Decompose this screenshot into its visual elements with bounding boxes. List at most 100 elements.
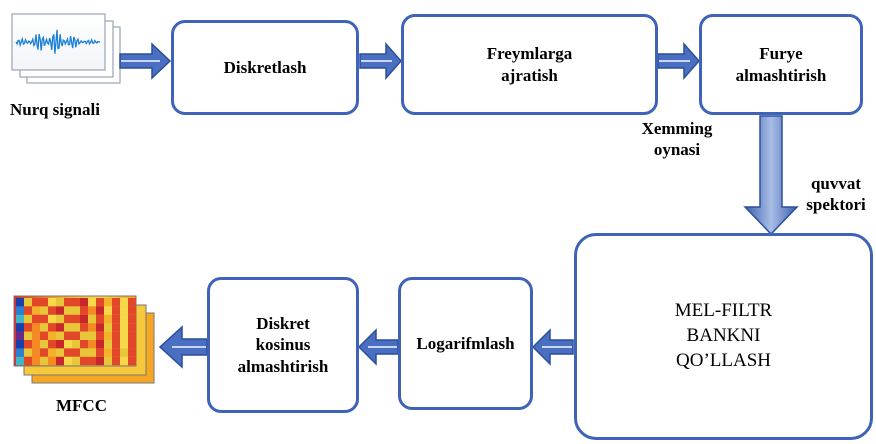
arrow-log-to-dct — [357, 328, 399, 366]
arrow-framing-to-fourier — [657, 42, 701, 80]
spectrogram-cell — [128, 314, 136, 324]
spectrogram-cell — [88, 356, 96, 366]
spectrogram-cell — [120, 306, 128, 315]
spectrogram-cell — [96, 314, 104, 324]
spectrogram-cell — [48, 314, 56, 324]
step-framing-label: Freymlarga ajratish — [486, 44, 573, 85]
spectrogram-cell — [56, 314, 64, 324]
spectrogram-cell — [72, 314, 80, 324]
spectrogram-cell — [112, 356, 120, 366]
spectrogram-cell — [88, 306, 96, 315]
spectrogram-cell — [120, 348, 128, 357]
spectrogram-cell — [120, 323, 128, 332]
spectrogram-cell — [72, 340, 80, 349]
spectrogram-cell — [16, 340, 24, 349]
spectrogram-cell — [80, 306, 88, 315]
arrow-fourier-to-melfilter — [743, 115, 799, 236]
spectrogram-cell — [112, 340, 120, 349]
spectrogram-cell — [40, 348, 48, 357]
spectrogram-cell — [80, 323, 88, 332]
spectrogram-cell — [24, 331, 32, 340]
spectrogram-cell — [112, 306, 120, 315]
spectrogram-cell — [48, 323, 56, 332]
arrow-dct-to-mfcc — [158, 325, 208, 369]
spectrogram-cell — [128, 356, 136, 366]
spectrogram-cell — [120, 314, 128, 324]
spectrogram-cell — [24, 314, 32, 324]
spectrogram-cell — [80, 340, 88, 349]
spectrogram-cell — [16, 298, 24, 307]
speech-signal-icon — [11, 13, 121, 84]
spectrogram-cell — [32, 323, 40, 332]
spectrogram-cell — [48, 340, 56, 349]
spectrogram-cell — [48, 356, 56, 366]
spectrogram-cell — [16, 356, 24, 366]
spectrogram-cell — [88, 331, 96, 340]
spectrogram-cell — [104, 348, 112, 357]
spectrogram-cell — [112, 298, 120, 307]
step-dct-label: Diskret kosinus almashtirish — [237, 314, 329, 376]
spectrogram-cell — [104, 323, 112, 332]
spectrogram-cell — [48, 348, 56, 357]
spectrogram-cell — [48, 298, 56, 307]
spectrogram-cell — [64, 323, 72, 332]
spectrogram-cell — [96, 331, 104, 340]
spectrogram-cell — [88, 340, 96, 349]
spectrogram-cell — [128, 331, 136, 340]
spectrogram-cell — [32, 340, 40, 349]
spectrogram-cell — [56, 306, 64, 315]
step-fourier-label: Furye almashtirish — [735, 44, 827, 85]
spectrogram-cell — [72, 331, 80, 340]
spectrogram-cell — [24, 348, 32, 357]
spectrogram-cell — [72, 323, 80, 332]
hamming-window-annotation: Xemming oynasi — [641, 119, 713, 160]
spectrogram-cell — [104, 306, 112, 315]
spectrogram-cell — [64, 306, 72, 315]
spectrogram-cell — [64, 340, 72, 349]
spectrogram-cell — [32, 314, 40, 324]
spectrogram-cell — [112, 314, 120, 324]
spectrogram-cell — [56, 298, 64, 307]
spectrogram-cell — [40, 314, 48, 324]
arrow-signal-to-discretize — [119, 42, 172, 80]
spectrogram-cell — [64, 298, 72, 307]
spectrogram-cell — [40, 331, 48, 340]
spectrogram-cell — [32, 306, 40, 315]
spectrogram-cell — [104, 340, 112, 349]
spectrogram-cell — [24, 323, 32, 332]
spectrogram-cell — [32, 356, 40, 366]
spectrogram-cell — [120, 331, 128, 340]
spectrogram-cell — [96, 306, 104, 315]
spectrogram-cell — [32, 331, 40, 340]
spectrogram-cell — [16, 348, 24, 357]
spectrogram-cell — [48, 306, 56, 315]
spectrogram-cell — [24, 356, 32, 366]
spectrogram-cell — [40, 356, 48, 366]
spectrogram-cell — [72, 298, 80, 307]
spectrogram-cell — [64, 331, 72, 340]
spectrogram-cell — [112, 348, 120, 357]
spectrogram-cell — [40, 306, 48, 315]
mfcc-spectrogram-icon — [13, 295, 155, 384]
spectrogram-cell — [104, 298, 112, 307]
spectrogram-cell — [56, 348, 64, 357]
spectrogram-cell — [128, 298, 136, 307]
spectrogram-cell — [72, 348, 80, 357]
spectrogram-cell — [72, 356, 80, 366]
spectrogram-cell — [80, 356, 88, 366]
step-melfilter-label: MEL-FILTR BANKNI QO’LLASH — [674, 300, 773, 371]
spectrogram-cell — [88, 298, 96, 307]
step-melfilter-box: MEL-FILTR BANKNI QO’LLASH — [574, 233, 873, 440]
spectrogram-cell — [96, 298, 104, 307]
step-dct-box: Diskret kosinus almashtirish — [207, 277, 359, 413]
spectrogram-cell — [80, 348, 88, 357]
spectrogram-cell — [24, 340, 32, 349]
spectrogram-cell — [48, 331, 56, 340]
spectrogram-cell — [128, 323, 136, 332]
spectrogram-cell — [64, 356, 72, 366]
spectrogram-cell — [32, 348, 40, 357]
spectrogram-cell — [120, 356, 128, 366]
spectrogram-cell — [128, 306, 136, 315]
step-discretize-box: Diskretlash — [171, 20, 359, 115]
